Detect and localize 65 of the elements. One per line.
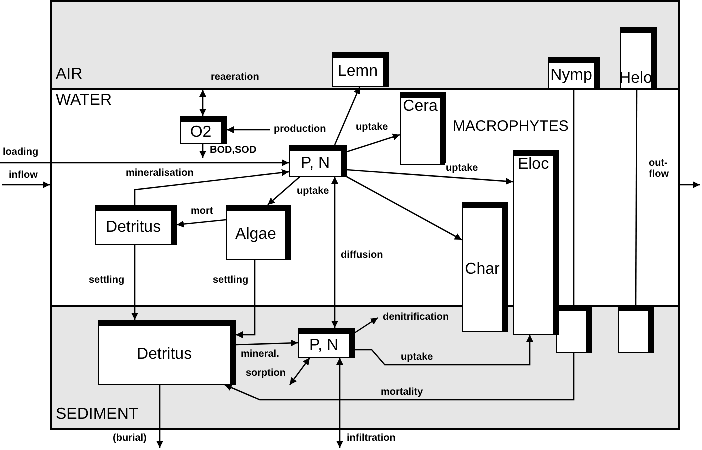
- edge-label: denitrification: [382, 312, 450, 323]
- compartment-box: O2: [180, 116, 227, 144]
- edge-label: production: [273, 124, 328, 135]
- zone-label: AIR: [56, 66, 83, 84]
- zone-panel: [50, 0, 680, 90]
- edge-label: infiltration: [346, 433, 397, 444]
- edge-label: mineral.: [240, 349, 280, 360]
- zone-label: SEDIMENT: [56, 406, 139, 424]
- compartment-box: Algae: [226, 205, 291, 260]
- zone-label: WATER: [56, 92, 112, 110]
- compartment-box: P, N: [298, 328, 355, 358]
- compartment-box: Nymp: [548, 57, 600, 89]
- flow-arrow: [680, 182, 700, 188]
- edge-label: BOD,SOD: [209, 145, 258, 156]
- flow-arrow: [200, 90, 206, 116]
- flow-arrow: [336, 358, 344, 448]
- zone-panel: [50, 305, 680, 430]
- flow-arrow: [334, 86, 361, 146]
- edge-label: uptake: [400, 352, 434, 363]
- edge-label: (burial): [112, 433, 148, 444]
- edge-label: diffusion: [340, 250, 384, 261]
- flow-arrow: [332, 177, 338, 328]
- edge-label: settling: [88, 275, 126, 286]
- flow-arrow: [0, 160, 289, 166]
- edge-label: loading: [2, 147, 40, 158]
- flow-arrow: [224, 353, 575, 401]
- flow-arrow: [236, 340, 298, 347]
- edge-label: sorption: [245, 368, 287, 379]
- connector-line: [573, 89, 575, 305]
- edge-label: mineralisation: [125, 168, 195, 179]
- flow-arrow: [132, 245, 138, 320]
- group-label: MACROPHYTES: [452, 118, 570, 135]
- flow-arrow: [346, 169, 514, 185]
- flow-arrow: [200, 144, 206, 158]
- flow-arrow: [289, 358, 311, 386]
- edge-label: uptake: [355, 122, 390, 133]
- compartment-box: Cera: [400, 92, 446, 165]
- flow-arrow: [355, 335, 534, 366]
- flow-arrow: [227, 126, 270, 134]
- flow-arrow: [354, 317, 378, 334]
- edge-label: mortality: [380, 387, 424, 398]
- compartment-box: [618, 305, 654, 353]
- compartment-box: Eloc: [513, 150, 559, 335]
- edge-label: reaeration: [210, 72, 260, 83]
- edge-label: mort: [190, 206, 214, 217]
- edge-label: inflow: [8, 170, 39, 181]
- compartment-box: Detritus: [95, 205, 177, 245]
- compartment-box: Lemn: [332, 52, 389, 87]
- compartment-box: Detritus: [98, 320, 236, 385]
- compartment-box: P, N: [289, 145, 347, 177]
- edge-label: uptake: [445, 163, 480, 174]
- compartment-box: Char: [462, 202, 508, 332]
- compartment-box: [556, 305, 592, 353]
- flow-arrow: [134, 169, 290, 205]
- flow-arrow: [176, 219, 226, 228]
- compartment-box: Helo: [620, 27, 657, 89]
- flow-arrow: [2, 182, 50, 188]
- flow-arrow: [156, 385, 164, 448]
- flow-arrow: [268, 176, 300, 206]
- flow-arrow: [346, 134, 400, 153]
- connector-line: [635, 89, 638, 305]
- edge-label: uptake: [296, 186, 330, 197]
- flow-arrow: [346, 176, 462, 241]
- flow-arrow: [236, 260, 256, 338]
- edge-label: settling: [212, 275, 250, 286]
